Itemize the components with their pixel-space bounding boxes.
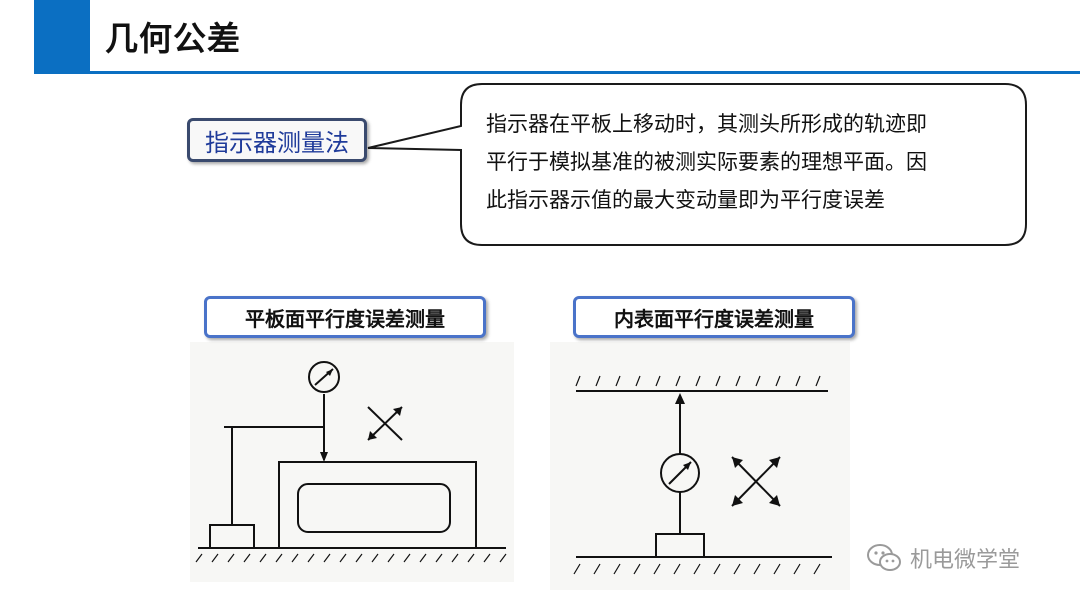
inner-surface-drawing: [573, 375, 832, 575]
page-title: 几何公差: [105, 19, 241, 58]
wechat-icon: [867, 544, 901, 571]
inner-surface-title: 内表面平行度误差测量: [573, 296, 855, 338]
inner-surface-diagram: [550, 342, 850, 590]
flat-surface-diagram: [190, 342, 514, 582]
callout-text: 指示器在平板上移动时，其测头所形成的轨迹即 平行于模拟基准的被测实际要素的理想平…: [486, 105, 1016, 219]
watermark: 机电微学堂: [866, 540, 1020, 576]
header-divider: [90, 71, 1080, 74]
callout-line: 平行于模拟基准的被测实际要素的理想平面。因: [486, 150, 927, 174]
callout-line: 此指示器示值的最大变动量即为平行度误差: [486, 188, 885, 212]
flat-surface-title: 平板面平行度误差测量: [204, 296, 486, 338]
method-label: 指示器测量法: [187, 118, 367, 162]
header-accent-bar: [34, 0, 90, 74]
flat-surface-drawing: [195, 361, 507, 563]
callout-line: 指示器在平板上移动时，其测头所形成的轨迹即: [486, 112, 927, 136]
watermark-text: 机电微学堂: [910, 548, 1021, 573]
